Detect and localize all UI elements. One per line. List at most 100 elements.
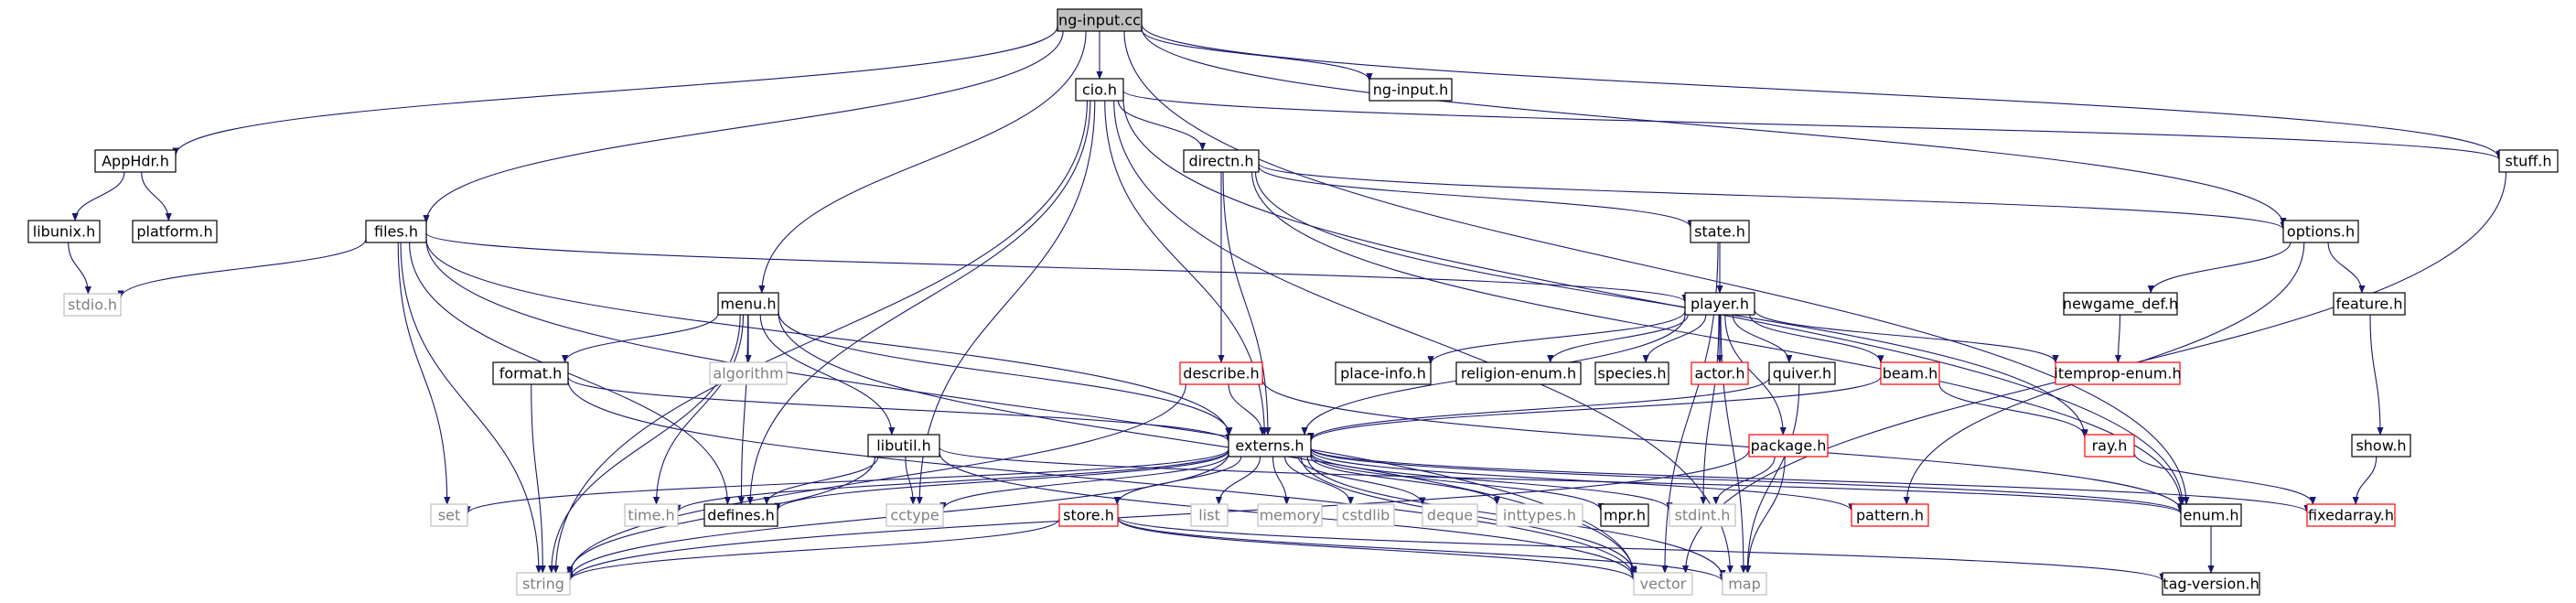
edge-ng-input-cc-to-apphdr-h (172, 26, 1058, 156)
node-pattern-h[interactable]: pattern.h (1851, 503, 1929, 527)
node-beam-h[interactable]: beam.h (1880, 361, 1940, 385)
node-cio-h[interactable]: cio.h (1075, 78, 1124, 102)
edge-line (2114, 314, 2122, 363)
edge-line (1749, 314, 1884, 364)
node-label: externs.h (1235, 437, 1304, 455)
edge-store-h-to-tag-version-h (1117, 516, 2166, 582)
edge-line (939, 447, 2184, 515)
edge-apphdr-h-to-platform-h (141, 171, 172, 221)
node-list: list (1190, 503, 1229, 527)
node-show-h[interactable]: show.h (2351, 434, 2411, 458)
node-label: actor.h (1695, 365, 1745, 382)
node-label: defines.h (707, 507, 775, 524)
node-time-h: time.h (624, 503, 679, 527)
node-box (2063, 292, 2178, 316)
edge-directn-h-to-state-h (1258, 166, 1694, 229)
node-apphdr-h[interactable]: AppHdr.h (94, 149, 177, 173)
node-ng-input-h[interactable]: ng-input.h (1368, 78, 1453, 102)
edge-menu-h-to-externs-h (778, 311, 1233, 436)
edge-store-h-to-string (566, 518, 1060, 582)
node-species-h[interactable]: species.h (1594, 361, 1669, 385)
node-state-h[interactable]: state.h (1690, 220, 1750, 243)
node-box (1496, 503, 1583, 527)
node-box (1368, 78, 1453, 102)
node-ray-h[interactable]: ray.h (2084, 434, 2135, 458)
node-label: package.h (1751, 437, 1827, 455)
edge-line (2352, 456, 2377, 505)
node-files-h[interactable]: files.h (365, 220, 427, 243)
edge-line (548, 314, 741, 574)
node-externs-h[interactable]: externs.h (1228, 434, 1312, 458)
node-label: itemprop-enum.h (2054, 365, 2181, 382)
node-stuff-h[interactable]: stuff.h (2498, 149, 2559, 173)
node-religion-enum-h[interactable]: religion-enum.h (1455, 361, 1582, 385)
node-label: tag-version.h (2163, 576, 2259, 593)
node-box (2282, 220, 2359, 243)
edge-directn-h-to-externs-h (1222, 171, 1272, 436)
edge-line (1258, 163, 2287, 231)
node-box (2333, 292, 2406, 316)
node-place-info-h[interactable]: place-info.h (1335, 361, 1432, 385)
edge-player-h-to-species-h (1642, 314, 1707, 363)
edge-externs-h-to-defines-h (774, 450, 1229, 511)
node-options-h[interactable]: options.h (2282, 220, 2359, 243)
edge-line (2369, 314, 2384, 436)
edge-cio-h-to-enum-h (1122, 98, 2186, 505)
edge-ng-input-cc-to-menu-h (758, 30, 1087, 294)
node-stdint-h: stdint.h (1669, 503, 1736, 527)
node-enum-h[interactable]: enum.h (2180, 503, 2242, 527)
edge-menu-h-to-format-h (562, 313, 719, 363)
node-store-h[interactable]: store.h (1058, 503, 1119, 527)
node-player-h[interactable]: player.h (1684, 292, 1755, 316)
node-itemprop-enum-h[interactable]: itemprop-enum.h (2054, 361, 2182, 385)
edge-cio-h-to-stuff-h (1122, 90, 2503, 161)
node-feature-h[interactable]: feature.h (2333, 292, 2406, 316)
node-actor-h[interactable]: actor.h (1690, 361, 1749, 385)
node-directn-h[interactable]: directn.h (1183, 149, 1260, 173)
edge-player-h-to-package-h (1724, 314, 1787, 436)
node-fixedarray-h[interactable]: fixedarray.h (2306, 503, 2396, 527)
node-libunix-h[interactable]: libunix.h (27, 220, 101, 243)
edge-quiver-h-to-externs-h (1307, 377, 1770, 441)
node-label: libutil.h (876, 437, 931, 455)
node-platform-h[interactable]: platform.h (132, 220, 218, 243)
node-menu-h[interactable]: menu.h (717, 292, 779, 316)
node-box (703, 503, 778, 527)
edge-cio-h-to-cctype (916, 100, 1096, 505)
edge-line (1123, 30, 2190, 505)
node-box (624, 503, 679, 527)
node-ng-input-cc[interactable]: ng-input.cc (1057, 8, 1143, 32)
node-libutil-h[interactable]: libutil.h (867, 434, 940, 458)
edge-menu-h-to-defines-h (737, 314, 749, 505)
edge-line (1261, 379, 2184, 512)
node-format-h[interactable]: format.h (492, 361, 569, 385)
node-box (516, 572, 571, 596)
node-box (132, 220, 218, 243)
edge-line (774, 450, 1229, 511)
edge-line (1307, 376, 1882, 442)
node-tag-version-h[interactable]: tag-version.h (2162, 572, 2260, 596)
edge-player-h-to-itemprop-enum-h (1754, 309, 2059, 364)
node-package-h[interactable]: package.h (1748, 434, 1829, 458)
node-quiver-h[interactable]: quiver.h (1768, 361, 1836, 385)
node-box (1684, 292, 1755, 316)
node-label: describe.h (1183, 365, 1259, 382)
edge-line (1744, 383, 1800, 574)
edge-libutil-h-to-cctype (905, 456, 917, 505)
node-box (2084, 434, 2135, 458)
edge-externs-h-to-inttypes-h (1310, 456, 1500, 505)
edge-files-h-to-string (400, 242, 542, 574)
node-label: mpr.h (1604, 507, 1646, 524)
node-newgame-def-h[interactable]: newgame_def.h (2063, 292, 2178, 316)
node-algorithm: algorithm (709, 361, 788, 385)
node-label: place-info.h (1340, 365, 1426, 382)
node-box (1690, 220, 1750, 243)
edge-ng-input-cc-to-options-h (1141, 27, 2287, 226)
node-describe-h[interactable]: describe.h (1179, 361, 1263, 385)
edge-line (1310, 456, 1500, 505)
node-mpr-h[interactable]: mpr.h (1600, 503, 1649, 527)
node-label: stdint.h (1675, 507, 1731, 524)
node-defines-h[interactable]: defines.h (703, 503, 778, 527)
node-box (1633, 572, 1693, 596)
